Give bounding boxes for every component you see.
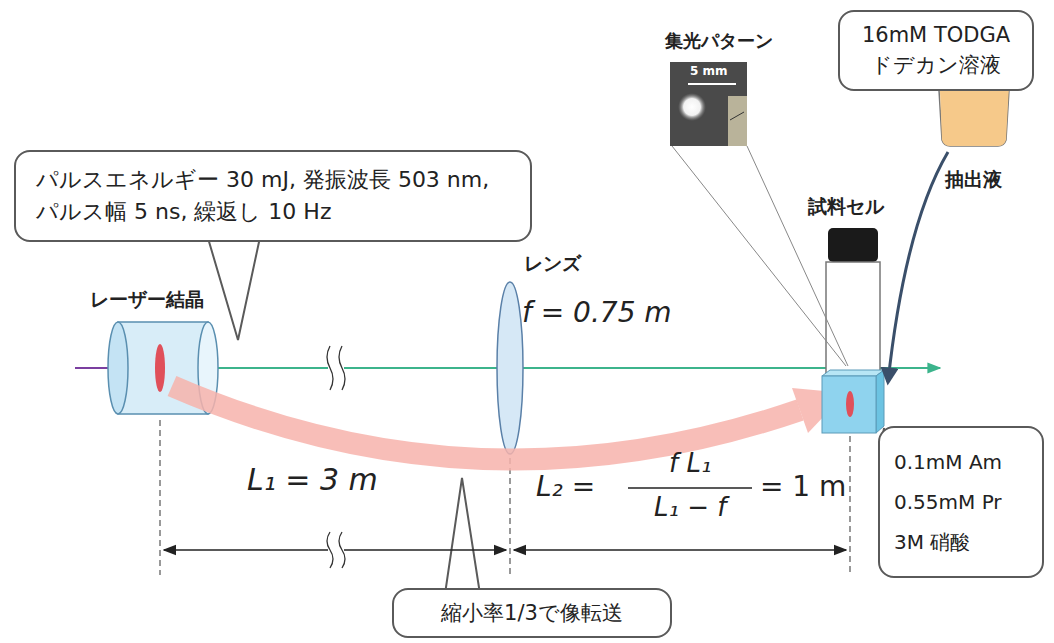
pattern-speckle [728, 96, 747, 146]
focal-length: f = 0.75 m [522, 296, 672, 330]
scale-bar [688, 83, 736, 85]
scale-label: 5 mm [690, 64, 728, 78]
fraction-denominator: L₁ − f [654, 492, 726, 523]
pattern-label: 集光パターン [665, 30, 773, 52]
callout-text: 縮小率1/3で像転送 [406, 598, 658, 628]
callout-text: 0.1mM Am 0.55mM Pr 3M 硝酸 [894, 442, 1028, 562]
extract-label: 抽出液 [945, 168, 1002, 191]
callout-text: パルスエネルギー 30 mJ, 発振波長 503 nm, パルス幅 5 ns, … [36, 164, 510, 228]
break-gap [328, 532, 344, 568]
transfer-callout: 縮小率1/3で像転送 [392, 588, 672, 638]
extension-line [849, 436, 850, 575]
liquid-top [822, 370, 884, 376]
liquid-side [876, 370, 884, 433]
cell-cap [828, 228, 878, 262]
gain-region [155, 344, 165, 392]
extension-line [159, 420, 160, 575]
focus-spot [678, 93, 706, 121]
break-mark [327, 532, 333, 568]
break-mark [339, 346, 345, 390]
cell-glass [826, 262, 880, 376]
callout-tail [205, 228, 262, 340]
fraction-bar [628, 487, 752, 489]
pour-arrow [888, 152, 948, 382]
reagent-callout: 16mM TODGA ドデカン溶液 [838, 10, 1034, 91]
laser-spec-callout: パルスエネルギー 30 mJ, 発振波長 503 nm, パルス幅 5 ns, … [14, 150, 532, 242]
crystal-label: レーザー結晶 [90, 288, 204, 311]
pattern-speckle [730, 112, 744, 120]
zoom-line [672, 146, 846, 366]
dimension-value: = 1 m [760, 470, 846, 504]
break-mark [327, 346, 333, 390]
fraction-numerator: f L₁ [669, 448, 711, 479]
pattern-image [670, 62, 747, 146]
dimension-line [514, 549, 846, 551]
callout-text: 16mM TODGA ドデカン溶液 [850, 20, 1022, 81]
lens [497, 282, 523, 454]
cell-label: 試料セル [808, 195, 884, 218]
callout-tail [445, 478, 480, 594]
break-mark [339, 532, 345, 568]
image-spot [846, 391, 854, 417]
crystal-face [108, 322, 128, 414]
extension-line [509, 458, 510, 575]
dimension-label: L₂ = [536, 470, 595, 504]
dimension-label: L₁ = 3 m [244, 462, 381, 498]
liquid-front [822, 376, 876, 433]
sample-callout: 0.1mM Am 0.55mM Pr 3M 硝酸 [878, 426, 1044, 578]
zoom-line [747, 146, 848, 366]
lens-label: レンズ [524, 252, 581, 275]
